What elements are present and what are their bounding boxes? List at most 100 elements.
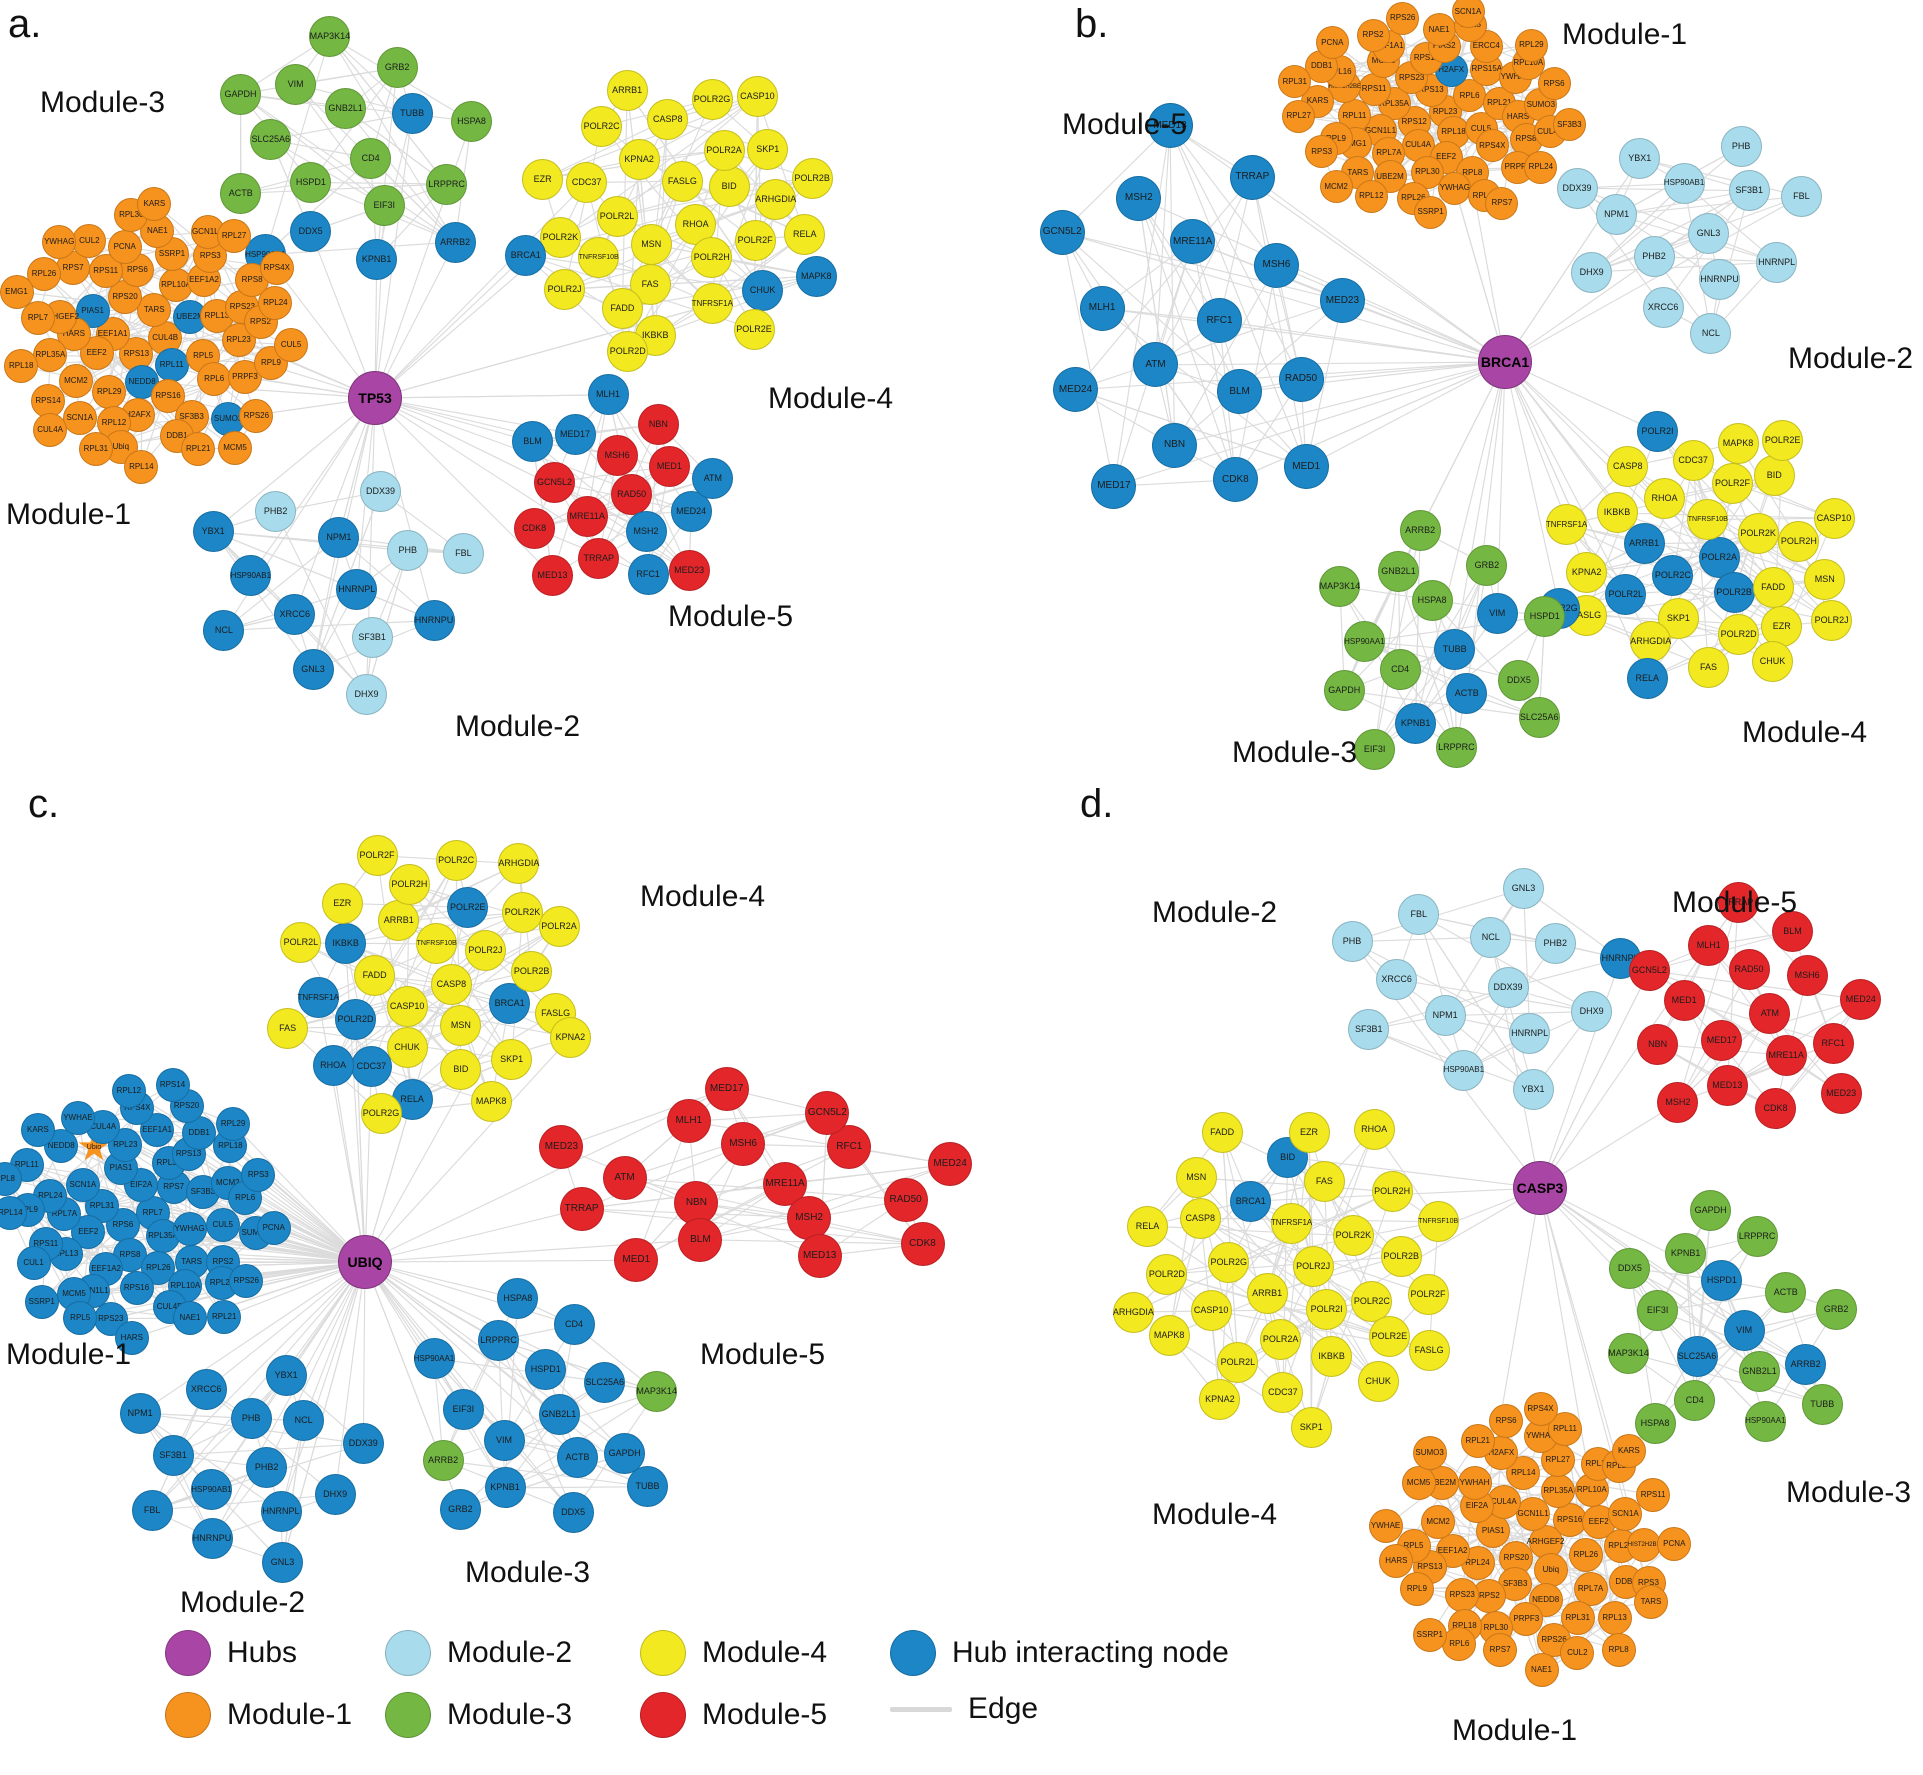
node-c-ncl: NCL <box>283 1400 325 1442</box>
node-d-med23: MED23 <box>1820 1072 1862 1114</box>
node-c-rpl21: RPL21 <box>207 1300 242 1334</box>
node-d-ybx1: YBX1 <box>1512 1069 1554 1111</box>
node-b-gnb2l1: GNB2L1 <box>1378 551 1419 593</box>
node-b-eif3i: EIF3I <box>1354 728 1396 770</box>
node-c-scn1a: SCN1A <box>65 1167 100 1202</box>
node-b-rps26: RPS26 <box>1386 1 1420 35</box>
node-d-arrb1: ARRB1 <box>1246 1272 1288 1314</box>
node-c-med17: MED17 <box>704 1066 749 1111</box>
node-c-chuk: CHUK <box>386 1026 428 1068</box>
node-d-cdc37: CDC37 <box>1262 1371 1304 1413</box>
node-d-hsp90ab1: HSP90AB1 <box>1443 1049 1485 1091</box>
node-d-rela: RELA <box>1127 1205 1168 1247</box>
legend-label: Module-2 <box>447 1636 573 1669</box>
hub-node-tp53: TP53 <box>348 371 402 425</box>
node-a-ddb1: DDB1 <box>160 418 194 453</box>
node-b-trrap: TRRAP <box>1229 154 1275 200</box>
node-d-dhx9: DHX9 <box>1571 991 1613 1032</box>
node-b-kpnb1: KPNB1 <box>1395 702 1437 744</box>
node-a-trrap: TRRAP <box>578 538 620 580</box>
node-d-phb2: PHB2 <box>1534 922 1576 964</box>
node-c-polr2h: POLR2H <box>388 863 430 905</box>
node-b-rpl31: RPL31 <box>1278 65 1312 99</box>
node-b-polr2e: POLR2E <box>1762 420 1804 462</box>
node-d-fbl: FBL <box>1398 893 1440 935</box>
node-c-phb: PHB <box>230 1397 272 1439</box>
module-label-b-module-5: Module-5 <box>1062 108 1188 141</box>
node-a-cd4: CD4 <box>350 138 392 179</box>
module-label-d-module-2: Module-2 <box>1152 896 1278 929</box>
node-d-rfc1: RFC1 <box>1812 1022 1854 1064</box>
node-b-ddx39: DDX39 <box>1556 167 1598 209</box>
node-b-actb: ACTB <box>1446 673 1488 715</box>
node-c-lrpprc: LRPPRC <box>478 1319 519 1361</box>
node-a-hsp90ab1: HSP90AB1 <box>230 555 272 596</box>
node-a-cul5: CUL5 <box>274 328 309 362</box>
node-c-polr2f: POLR2F <box>356 835 398 877</box>
node-b-polr2c: POLR2C <box>1652 555 1694 597</box>
node-c-arrb2: ARRB2 <box>422 1440 464 1481</box>
node-b-ywhag: YWHAG <box>1438 171 1472 205</box>
node-d-sumo3: SUMO3 <box>1412 1435 1447 1470</box>
node-b-rpl12: RPL12 <box>1354 179 1388 213</box>
node-a-skp1: SKP1 <box>747 128 789 170</box>
module-label-c-module-1: Module-1 <box>6 1338 132 1371</box>
node-c-cd4: CD4 <box>553 1304 595 1346</box>
node-b-gcn5l2: GCN5L2 <box>1039 209 1085 255</box>
node-d-rpl7a: RPL7A <box>1573 1571 1608 1606</box>
node-d-polr2b: POLR2B <box>1380 1236 1422 1277</box>
node-c-trrap: TRRAP <box>559 1186 604 1231</box>
legend-item-module-2: Module-2 <box>385 1630 572 1676</box>
node-d-actb: ACTB <box>1765 1271 1807 1313</box>
node-c-mapk8: MAPK8 <box>470 1081 512 1122</box>
node-a-hnrnpu: HNRNPU <box>413 600 455 641</box>
node-c-skp1: SKP1 <box>491 1038 533 1080</box>
node-a-ncl: NCL <box>203 609 245 651</box>
node-b-nae1: NAE1 <box>1422 13 1456 46</box>
node-c-hspd1: HSPD1 <box>525 1348 567 1390</box>
node-c-polr2g: POLR2G <box>360 1092 402 1134</box>
node-b-rpl24: RPL24 <box>1524 150 1558 184</box>
node-c-fas: FAS <box>267 1007 309 1049</box>
node-c-ywhag: YWHAG <box>172 1211 207 1246</box>
node-c-tnfrsf10b: TNFRSF10B <box>416 923 458 965</box>
node-a-xrcc6: XRCC6 <box>274 593 316 635</box>
legend-label: Module-1 <box>227 1698 353 1731</box>
node-a-rpl18: RPL18 <box>4 349 39 384</box>
module-label-d-module-4: Module-4 <box>1152 1498 1278 1531</box>
node-c-hspa8: HSPA8 <box>497 1278 539 1320</box>
module-label-a-module-1: Module-1 <box>6 498 132 531</box>
node-a-rpl14: RPL14 <box>124 449 159 484</box>
node-d-grb2: GRB2 <box>1815 1288 1857 1330</box>
node-a-med24: MED24 <box>670 491 712 533</box>
node-b-msh2: MSH2 <box>1116 175 1162 221</box>
node-d-hist2h2be: HIST2H2BE <box>1627 1527 1662 1562</box>
node-a-pcna: PCNA <box>107 230 142 265</box>
node-c-gnl3: GNL3 <box>262 1542 303 1584</box>
module-label-d-module-3: Module-3 <box>1786 1476 1912 1509</box>
node-c-slc25a6: SLC25A6 <box>584 1361 626 1403</box>
node-a-emg1: EMG1 <box>0 274 34 309</box>
node-b-rps2: RPS2 <box>1356 18 1390 52</box>
node-c-sf3b1: SF3B1 <box>152 1434 194 1476</box>
node-d-atm: ATM <box>1749 992 1791 1034</box>
node-a-polr2h: POLR2H <box>691 237 733 279</box>
node-d-hars: HARS <box>1379 1543 1414 1578</box>
legend-swatch-module5 <box>640 1692 686 1738</box>
node-d-gapdh: GAPDH <box>1690 1189 1732 1231</box>
node-a-polr2k: POLR2K <box>539 217 581 259</box>
node-b-rpl29: RPL29 <box>1514 28 1548 62</box>
node-d-kpnb1: KPNB1 <box>1665 1232 1707 1274</box>
node-a-npm1: NPM1 <box>318 516 360 558</box>
node-b-rpl27: RPL27 <box>1282 99 1316 133</box>
node-d-rpl6: RPL6 <box>1442 1627 1477 1662</box>
node-d-hsp90aa1: HSP90AA1 <box>1744 1400 1786 1442</box>
node-b-tnfrsf1a: TNFRSF1A <box>1546 504 1587 546</box>
node-c-actb: ACTB <box>557 1437 598 1479</box>
node-d-med1: MED1 <box>1663 979 1705 1021</box>
node-b-npm1: NPM1 <box>1596 194 1638 236</box>
node-d-mlh1: MLH1 <box>1688 924 1730 966</box>
node-b-ikbkb: IKBKB <box>1596 492 1638 534</box>
node-c-gcn5l2: GCN5L2 <box>805 1091 850 1136</box>
node-d-cdk8: CDK8 <box>1755 1088 1796 1130</box>
